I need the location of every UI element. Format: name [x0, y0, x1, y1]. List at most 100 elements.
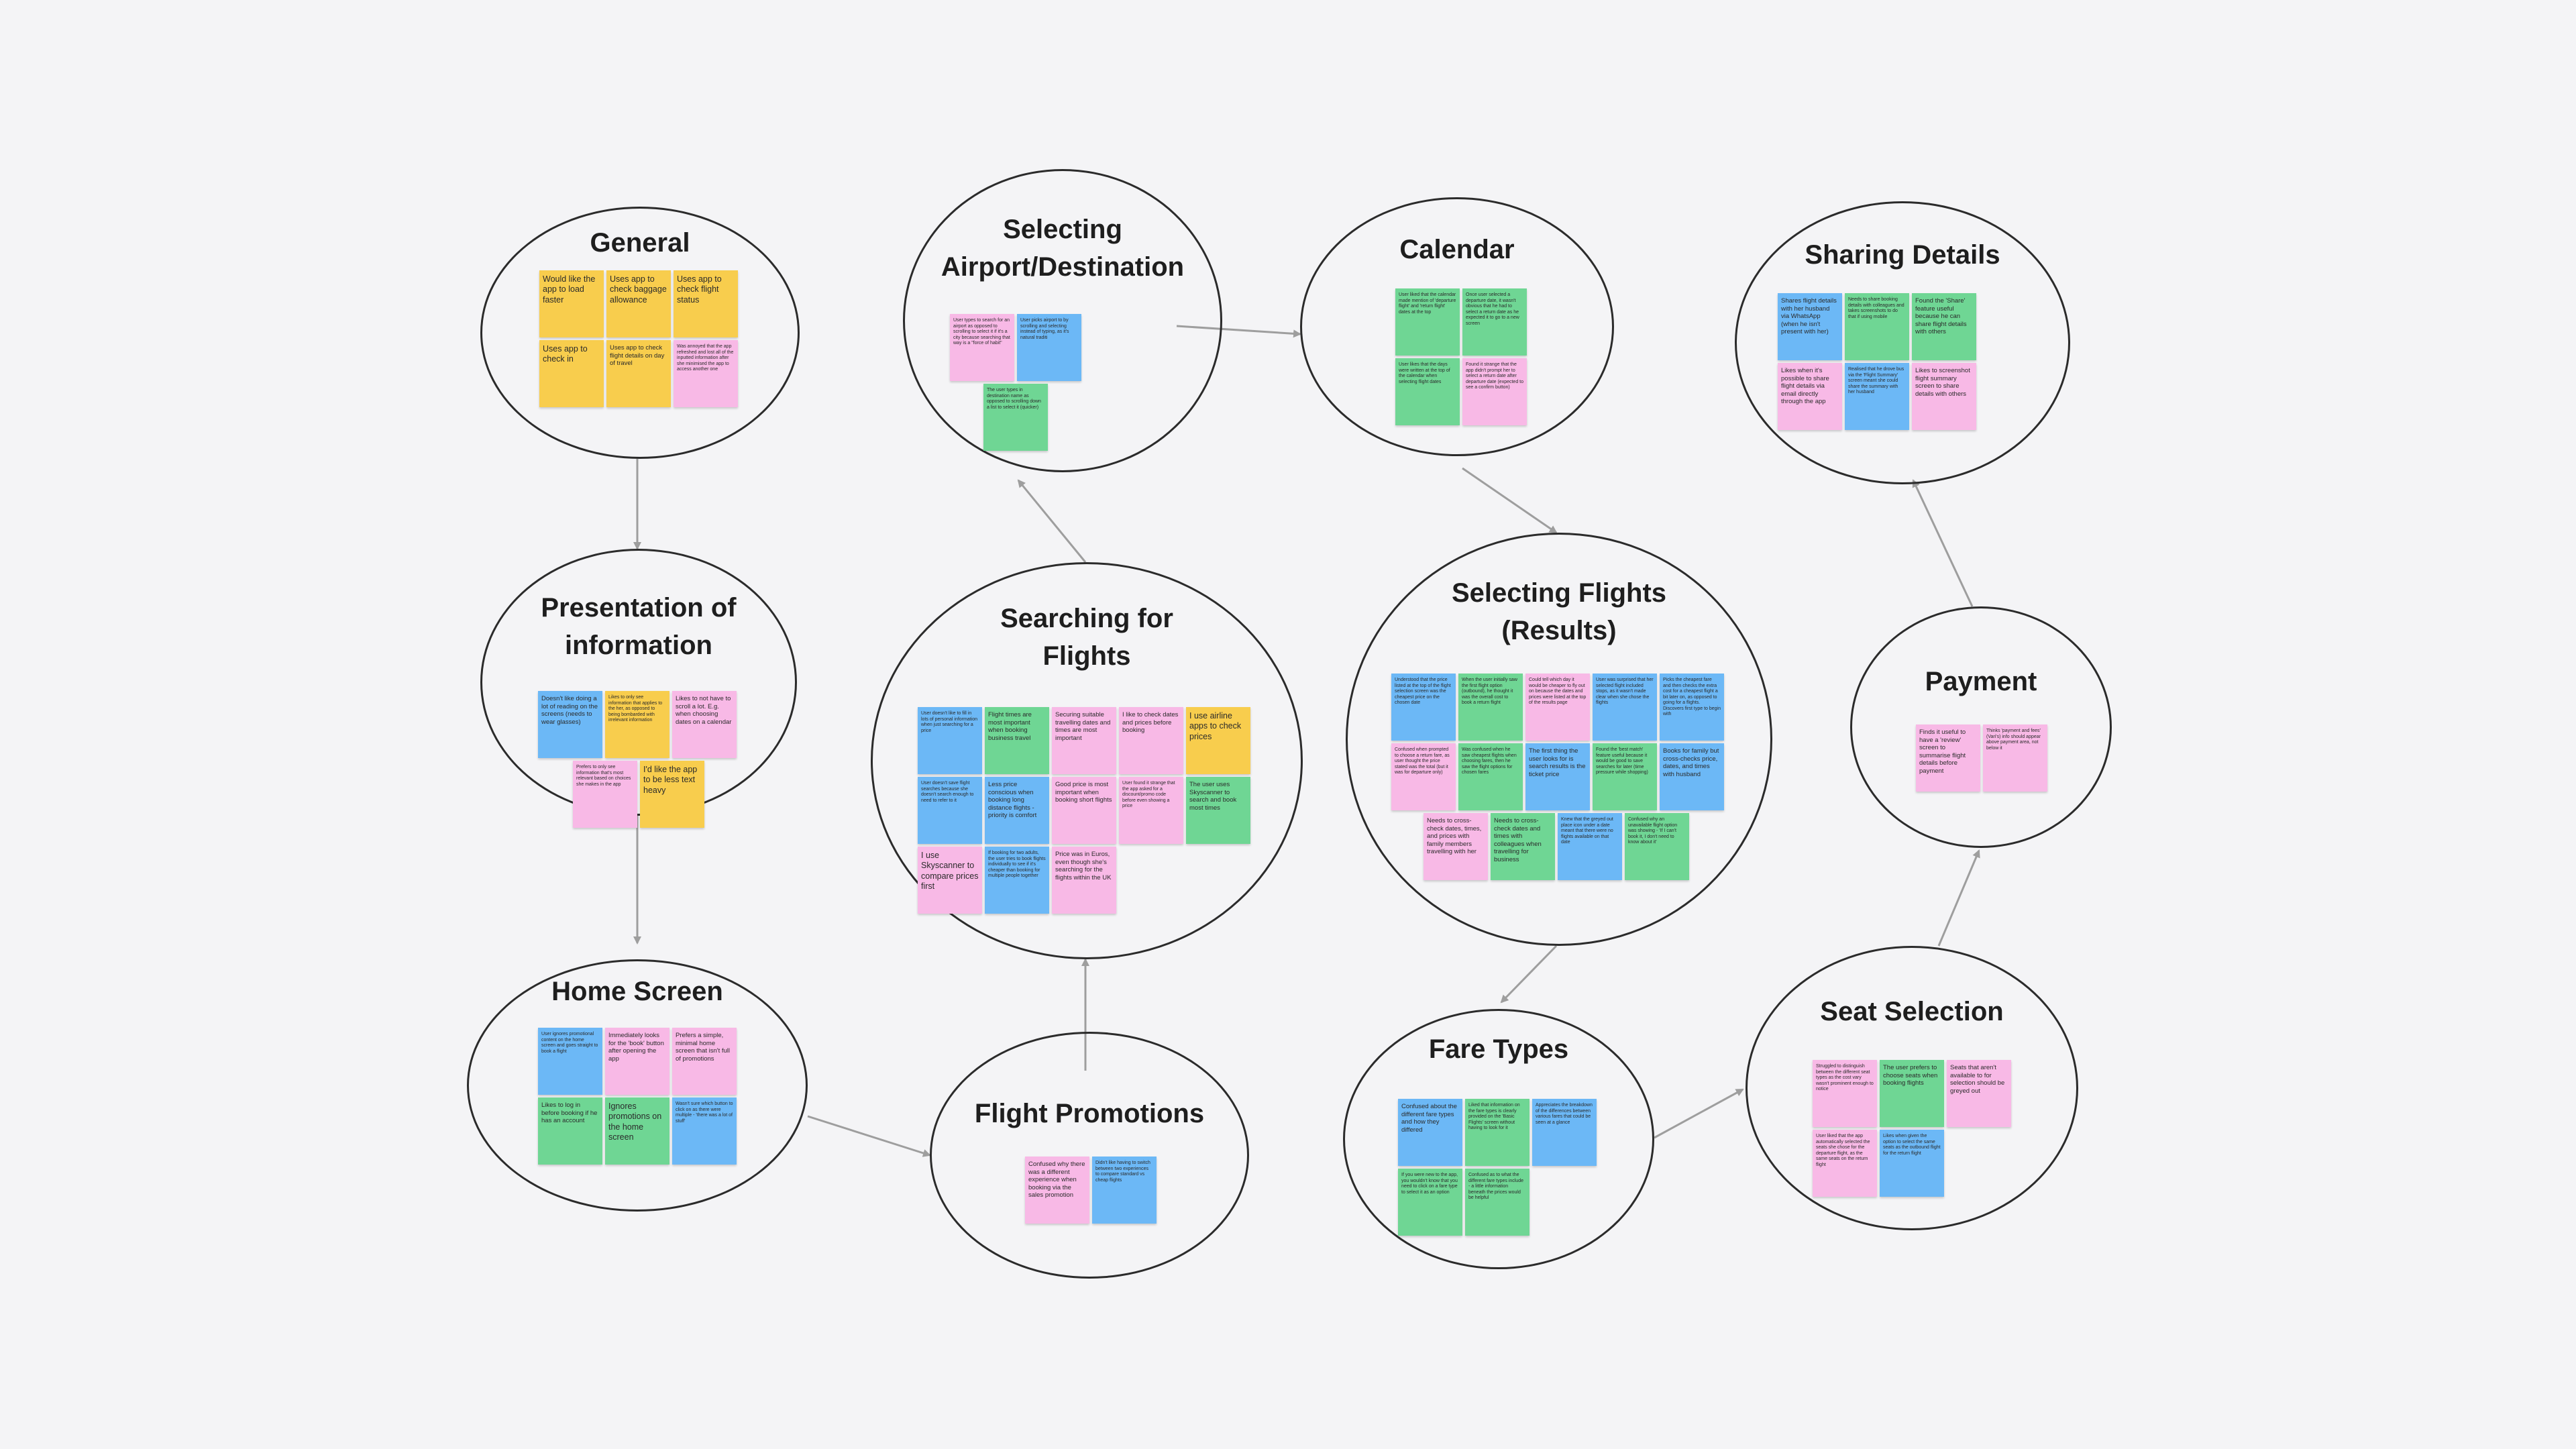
sticky-note[interactable]: Was confused when he saw cheapest flight… [1458, 743, 1523, 810]
sticky-note[interactable]: Price was in Euros, even though she's se… [1052, 847, 1116, 914]
sticky-note[interactable]: Prefers to only see information that's m… [573, 761, 637, 828]
sticky-note[interactable]: Seats that aren't available to for selec… [1947, 1060, 2011, 1127]
sticky-note[interactable]: User liked that the app automatically se… [1813, 1130, 1877, 1197]
sticky-note[interactable]: Uses app to check in [539, 340, 604, 407]
sticky-note[interactable]: Struggled to distinguish between the dif… [1813, 1060, 1877, 1127]
sticky-note[interactable]: User liked that the calendar made mentio… [1395, 288, 1460, 356]
sticky-note[interactable]: Confused why there was a different exper… [1025, 1157, 1089, 1224]
cluster-title: Selecting Flights (Results) [1346, 574, 1772, 649]
sticky-note[interactable]: The user uses Skyscanner to search and b… [1186, 777, 1250, 844]
cluster-title-line: Seat Selection [1820, 997, 2004, 1026]
sticky-note[interactable]: Didn't like having to switch between two… [1092, 1157, 1157, 1224]
cluster-title-line: Flight Promotions [974, 1099, 1205, 1128]
cluster-title: General [480, 224, 800, 262]
cluster-seat [1746, 946, 2078, 1230]
sticky-note[interactable]: When the user initially saw the first fl… [1458, 674, 1523, 741]
cluster-title-line: Presentation of [541, 593, 737, 623]
sticky-note[interactable]: Finds it useful to have a 'review' scree… [1916, 724, 1980, 792]
sticky-note[interactable]: Understood that the price listed at the … [1391, 674, 1456, 741]
sticky-note[interactable]: Ignores promotions on the home screen [605, 1097, 669, 1165]
connector-arrow [807, 1115, 931, 1157]
cluster-fare [1343, 1009, 1654, 1269]
sticky-note[interactable]: Once user selected a departure date, it … [1462, 288, 1527, 356]
connector-arrow [1500, 945, 1558, 1004]
sticky-note[interactable]: Needs to cross-check dates and times wit… [1491, 813, 1555, 880]
sticky-note[interactable]: The user prefers to choose seats when bo… [1880, 1060, 1944, 1127]
sticky-note[interactable]: Likes when given the option to select th… [1880, 1130, 1944, 1197]
sticky-note[interactable]: Doesn't like doing a lot of reading on t… [538, 691, 602, 758]
connector-arrow [1462, 467, 1558, 534]
cluster-title-line: Selecting Flights [1451, 578, 1667, 608]
connector-arrow [1017, 479, 1087, 563]
sticky-note[interactable]: Found it strange that the app didn't pro… [1462, 358, 1527, 425]
cluster-title-line: Sharing Details [1805, 240, 2000, 270]
sticky-note[interactable]: Likes to only see information that appli… [605, 691, 669, 758]
sticky-note[interactable]: Knew that the greyed out place icon unde… [1558, 813, 1622, 880]
sticky-note[interactable]: Wasn't sure which button to click on as … [672, 1097, 737, 1165]
sticky-note[interactable]: Confused as to what the different fare t… [1465, 1169, 1529, 1236]
sticky-note[interactable]: Picks the cheapest fare and then checks … [1660, 674, 1724, 741]
sticky-note[interactable]: User picks airport to by scrolling and s… [1017, 314, 1081, 381]
sticky-note[interactable]: Likes to screenshot flight summary scree… [1912, 363, 1976, 430]
sticky-note[interactable]: Confused about the different fare types … [1398, 1099, 1462, 1166]
sticky-note[interactable]: I use airline apps to check prices [1186, 707, 1250, 774]
sticky-note[interactable]: Less price conscious when booking long d… [985, 777, 1049, 844]
sticky-note[interactable]: If you were new to the app, you wouldn't… [1398, 1169, 1462, 1236]
sticky-note[interactable]: I'd like the app to be less text heavy [640, 761, 704, 828]
cluster-title-line: Payment [1925, 667, 2037, 696]
cluster-general [480, 207, 800, 459]
sticky-note[interactable]: Found the 'Share' feature useful because… [1912, 293, 1976, 360]
sticky-note[interactable]: Likes to log in before booking if he has… [538, 1097, 602, 1165]
sticky-note[interactable]: The first thing the user looks for is se… [1525, 743, 1590, 810]
cluster-results [1346, 533, 1772, 946]
sticky-note[interactable]: User found it strange that the app asked… [1119, 777, 1183, 844]
sticky-note[interactable]: Realised that he drove bus via the 'Flig… [1845, 363, 1909, 430]
sticky-note[interactable]: Needs to cross-check dates, times, and p… [1424, 813, 1488, 880]
sticky-note[interactable]: Flight times are most important when boo… [985, 707, 1049, 774]
sticky-note[interactable]: User doesn't save flight searches becaus… [918, 777, 982, 844]
cluster-title: Flight Promotions [930, 1095, 1249, 1132]
connector-arrow [1654, 1088, 1744, 1139]
cluster-searching [871, 562, 1303, 959]
sticky-note[interactable]: Good price is most important when bookin… [1052, 777, 1116, 844]
sticky-note[interactable]: Uses app to check flight status [674, 270, 738, 337]
sticky-note[interactable]: Immediately looks for the 'book' button … [605, 1028, 669, 1095]
sticky-note[interactable]: Found the 'best match' feature useful be… [1593, 743, 1657, 810]
sticky-note[interactable]: I use Skyscanner to compare prices first [918, 847, 982, 914]
sticky-note[interactable]: Uses app to check flight details on day … [606, 340, 671, 407]
sticky-note[interactable]: Would like the app to load faster [539, 270, 604, 337]
sticky-note[interactable]: User likes that the days were written at… [1395, 358, 1460, 425]
cluster-title-line: Flights [1042, 641, 1131, 671]
cluster-title-line: Airport/Destination [941, 252, 1185, 282]
cluster-title-line: (Results) [1501, 616, 1617, 645]
sticky-note[interactable]: User ignores promotional content on the … [538, 1028, 602, 1095]
cluster-title-line: Calendar [1399, 235, 1515, 264]
sticky-note[interactable]: Was annoyed that the app refreshed and l… [674, 340, 738, 407]
sticky-note[interactable]: If booking for two adults, the user trie… [985, 847, 1049, 914]
sticky-note[interactable]: Uses app to check baggage allowance [606, 270, 671, 337]
sticky-note[interactable]: Could tell which day it would be cheaper… [1525, 674, 1590, 741]
cluster-title-line: General [590, 228, 690, 258]
sticky-note[interactable]: User doesn't like to fill in lots of per… [918, 707, 982, 774]
sticky-note[interactable]: Needs to share booking details with coll… [1845, 293, 1909, 360]
cluster-title-line: Selecting [1003, 215, 1122, 244]
sticky-note[interactable]: Shares flight details with her husband v… [1778, 293, 1842, 360]
sticky-note[interactable]: Appreciates the breakdown of the differe… [1532, 1099, 1597, 1166]
sticky-note[interactable]: Prefers a simple, minimal home screen th… [672, 1028, 737, 1095]
sticky-note[interactable]: Confused when prompted to choose a retur… [1391, 743, 1456, 810]
sticky-note[interactable]: Thinks 'payment and fees' (Vari's) info … [1983, 724, 2047, 792]
sticky-note[interactable]: Confused why an unavailable flight optio… [1625, 813, 1689, 880]
sticky-note[interactable]: I like to check dates and prices before … [1119, 707, 1183, 774]
sticky-note[interactable]: Liked that information on the fare types… [1465, 1099, 1529, 1166]
sticky-note[interactable]: Likes when it's possible to share flight… [1778, 363, 1842, 430]
cluster-sharing [1735, 201, 2070, 484]
sticky-note[interactable]: User types to search for an airport as o… [950, 314, 1014, 381]
cluster-title: Home Screen [467, 973, 808, 1010]
sticky-note[interactable]: Securing suitable travelling dates and t… [1052, 707, 1116, 774]
sticky-note[interactable]: Likes to not have to scroll a lot. E.g. … [672, 691, 737, 758]
sticky-note[interactable]: User was surprised that her selected fli… [1593, 674, 1657, 741]
sticky-note[interactable]: The user types in destination name as op… [983, 384, 1048, 451]
cluster-title-line: Fare Types [1428, 1034, 1569, 1064]
sticky-note[interactable]: Books for family but cross-checks price,… [1660, 743, 1724, 810]
